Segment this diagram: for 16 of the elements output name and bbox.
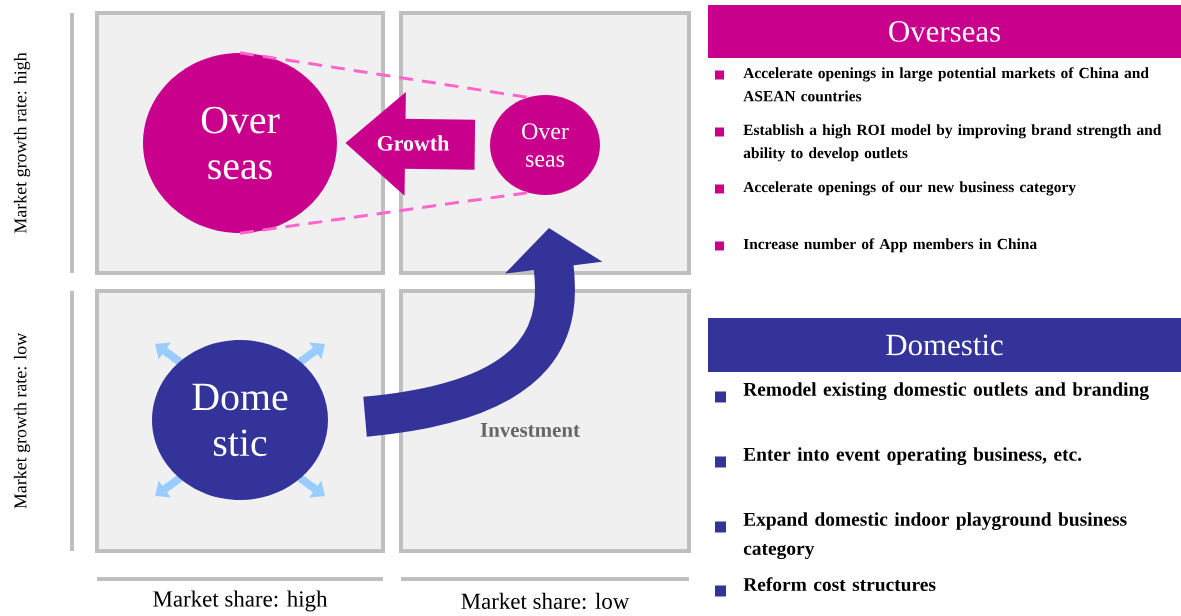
bullet-text: Increase number of App members in China bbox=[743, 238, 1037, 253]
edge-label: Investment bbox=[479, 422, 581, 438]
bullet-text: Establish a high ROI model by improving brand strength and ability to develop outlets bbox=[743, 124, 1162, 162]
bullet-text: Accelerate openings of our new business category bbox=[743, 181, 1076, 196]
header-band: Overseas bbox=[708, 5, 1181, 58]
dashed-line bbox=[239, 191, 528, 235]
bullet-text: Reform cost structures bbox=[743, 577, 936, 592]
axis-label: Market share: low bbox=[461, 592, 630, 610]
dashed-line bbox=[239, 51, 528, 99]
edge-label: Growth bbox=[375, 134, 451, 152]
axis-label: Market growth rate: low bbox=[13, 332, 31, 509]
axis-label: Market share: high bbox=[153, 590, 328, 612]
bullet-text: Expand domestic indoor playground business category bbox=[743, 512, 1127, 560]
axis-label: Market growth rate: high bbox=[13, 52, 31, 234]
bullet-text: Enter into event operating business, etc. bbox=[743, 447, 1082, 465]
header-band: Domestic bbox=[708, 318, 1181, 372]
